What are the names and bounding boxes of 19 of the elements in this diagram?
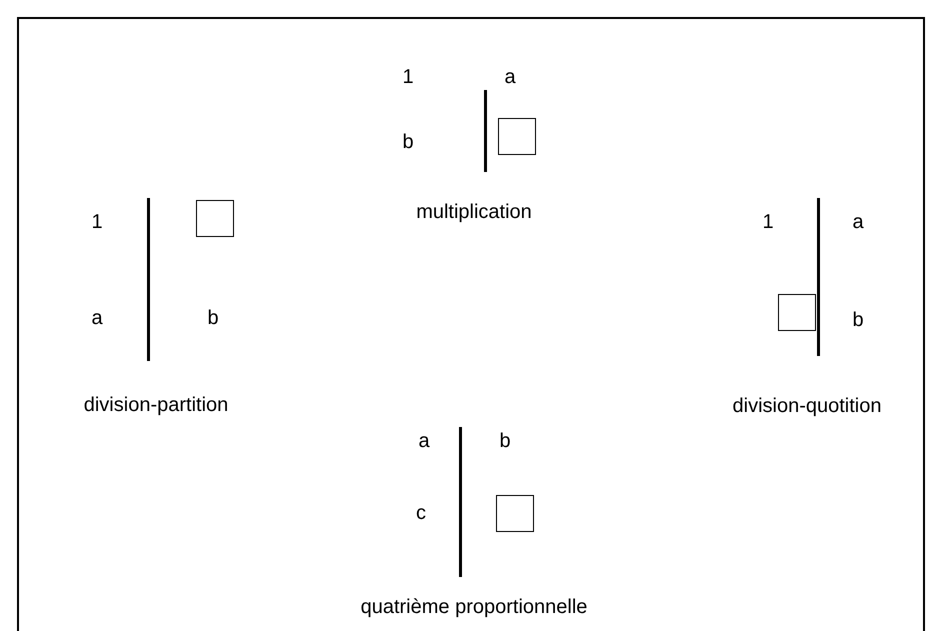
table-entry: a: [91, 308, 103, 328]
empty-answer-box: [196, 200, 234, 237]
table-entry: 1: [91, 212, 103, 232]
table-entry: b: [402, 132, 414, 152]
table-entry: a: [852, 212, 864, 232]
table-entry: a: [504, 67, 516, 87]
table-entry: 1: [402, 67, 414, 87]
table-entry: c: [416, 503, 426, 523]
empty-answer-box: [496, 495, 534, 532]
empty-answer-box: [778, 294, 816, 331]
caption: multiplication: [416, 202, 532, 222]
table-entry: b: [852, 310, 864, 330]
caption: division-quotition: [732, 396, 882, 416]
table-entry: b: [207, 308, 219, 328]
table-entry: a: [418, 431, 430, 451]
table-entry: b: [499, 431, 511, 451]
table-entry: 1: [762, 212, 774, 232]
empty-answer-box: [498, 118, 536, 155]
caption: division-partition: [84, 395, 228, 415]
